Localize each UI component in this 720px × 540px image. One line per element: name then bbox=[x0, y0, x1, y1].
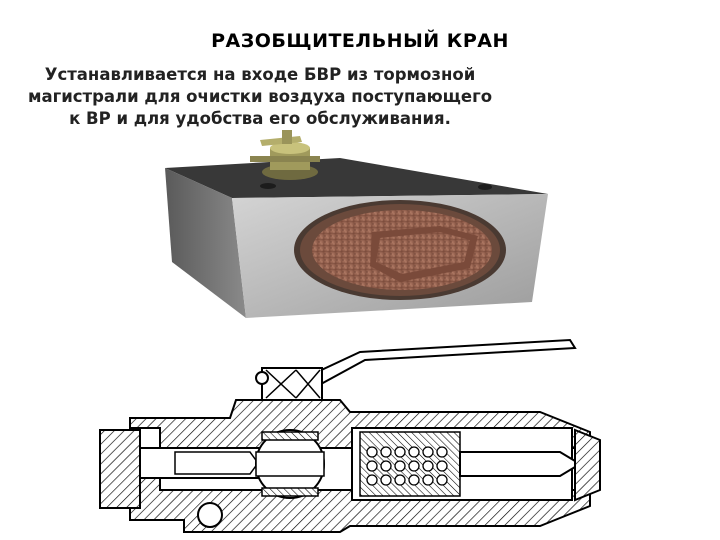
outlet-nozzle bbox=[459, 451, 582, 477]
description-line-3: к ВР и для удобства его обслуживания. bbox=[69, 109, 451, 128]
description-line-2: магистрали для очистки воздуха поступающ… bbox=[27, 87, 493, 106]
inlet-fitting bbox=[99, 429, 141, 509]
slide-title: РАЗОБЩИТЕЛЬНЫЙ КРАН bbox=[211, 30, 509, 52]
block-left-face bbox=[165, 168, 246, 318]
slide-description: Устанавливается на входе БВР из тормозно… bbox=[0, 64, 520, 130]
description-line-1: Устанавливается на входе БВР из тормозно… bbox=[44, 65, 476, 84]
filter-element bbox=[366, 446, 448, 486]
cock-handle bbox=[250, 130, 320, 180]
block-top-face bbox=[165, 158, 548, 198]
